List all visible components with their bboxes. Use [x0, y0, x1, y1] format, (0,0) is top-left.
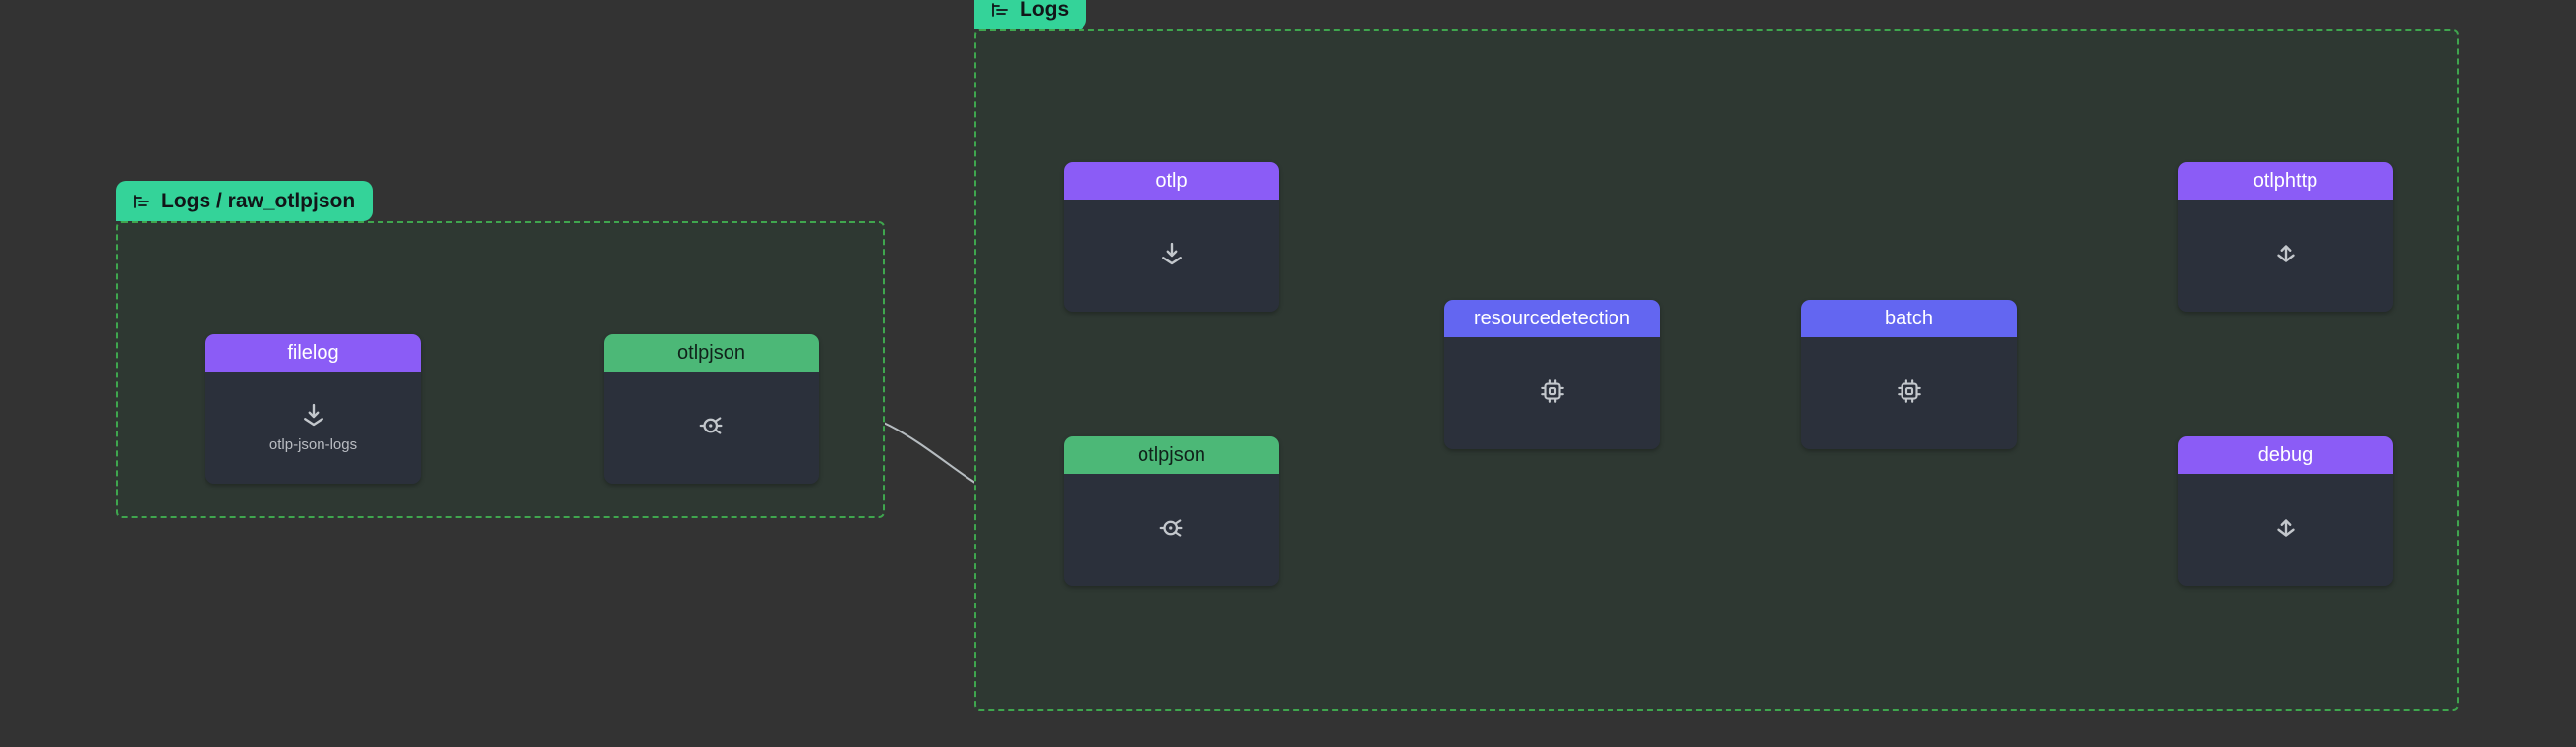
node-title: debug	[2257, 444, 2313, 466]
node-resourcedetection[interactable]: resourcedetection	[1444, 300, 1660, 449]
node-body	[1064, 200, 1279, 312]
node-body	[1444, 337, 1660, 449]
node-body	[604, 372, 819, 484]
node-title: filelog	[287, 342, 339, 364]
node-debug[interactable]: debug	[2178, 436, 2393, 586]
chip-icon	[1895, 376, 1924, 406]
node-header: debug	[2178, 436, 2393, 474]
group-badge-label: Logs / raw_otlpjson	[161, 190, 356, 212]
chip-icon	[1538, 376, 1567, 406]
connector-icon	[1157, 513, 1187, 543]
node-otlp[interactable]: otlp	[1064, 162, 1279, 312]
group-logs[interactable]	[974, 29, 2459, 711]
group-badge-logs-raw-otlpjson[interactable]: Logs / raw_otlpjson	[116, 181, 374, 221]
receiver-download-icon	[1157, 239, 1187, 268]
node-title: batch	[1885, 308, 1933, 329]
logs-list-icon	[990, 0, 1010, 20]
group-badge-label: Logs	[1020, 0, 1070, 21]
node-header: batch	[1801, 300, 2017, 337]
node-body	[2178, 474, 2393, 586]
node-body: otlp-json-logs	[205, 372, 421, 484]
node-title: resourcedetection	[1474, 308, 1630, 329]
node-title: otlpjson	[677, 342, 745, 364]
node-subtitle: otlp-json-logs	[268, 435, 358, 453]
node-batch[interactable]: batch	[1801, 300, 2017, 449]
node-title: otlp	[1155, 170, 1188, 192]
node-body	[1801, 337, 2017, 449]
node-header: otlp	[1064, 162, 1279, 200]
receiver-download-icon	[299, 400, 328, 430]
logs-list-icon	[132, 192, 151, 211]
node-filelog[interactable]: filelog otlp-json-logs	[205, 334, 421, 484]
node-otlphttp[interactable]: otlphttp	[2178, 162, 2393, 312]
node-header: otlpjson	[604, 334, 819, 372]
group-badge-logs[interactable]: Logs	[974, 0, 1087, 29]
node-otlpjson-left[interactable]: otlpjson	[604, 334, 819, 484]
node-header: filelog	[205, 334, 421, 372]
exporter-upload-icon	[2271, 239, 2301, 268]
node-body	[2178, 200, 2393, 312]
node-header: otlpjson	[1064, 436, 1279, 474]
node-otlpjson-right[interactable]: otlpjson	[1064, 436, 1279, 586]
node-header: resourcedetection	[1444, 300, 1660, 337]
node-header: otlphttp	[2178, 162, 2393, 200]
exporter-upload-icon	[2271, 513, 2301, 543]
connector-icon	[697, 411, 727, 440]
node-title: otlpjson	[1138, 444, 1205, 466]
node-title: otlphttp	[2253, 170, 2318, 192]
node-body	[1064, 474, 1279, 586]
